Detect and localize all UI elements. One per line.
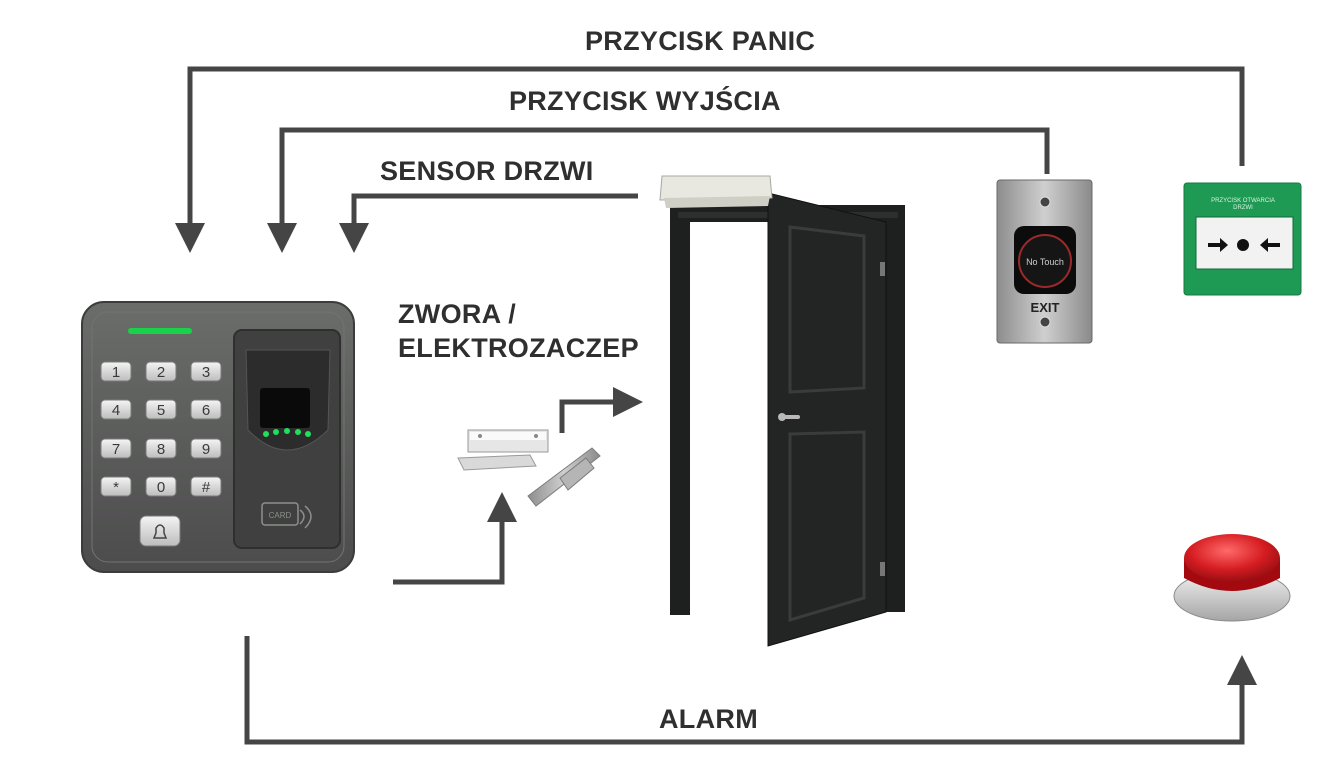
lock-label-line2: ELEKTROZACZEP xyxy=(398,333,639,363)
keypad-key: 0 xyxy=(145,476,177,497)
keypad-key: # xyxy=(190,476,222,497)
panic-device-line1: PRZYCISK OTWARCIA xyxy=(1211,198,1275,204)
electric-strike xyxy=(527,447,601,507)
keypad-key-label: 0 xyxy=(157,479,165,496)
keypad-key-label: 7 xyxy=(112,441,120,458)
keypad-key: 3 xyxy=(190,361,222,382)
keypad-key: 5 xyxy=(145,399,177,420)
arrow-left-icon xyxy=(1260,238,1280,252)
door xyxy=(659,175,905,647)
card-label: CARD xyxy=(269,511,292,520)
exit-button-line xyxy=(267,127,1050,253)
panic-line xyxy=(175,66,1245,253)
exit-label: EXIT xyxy=(1031,300,1060,315)
keypad-key: 7 xyxy=(100,438,132,459)
fingerprint-leds xyxy=(263,428,311,437)
door-sensor-device xyxy=(659,175,773,208)
keypad-key: 8 xyxy=(145,438,177,459)
exit-button-label: PRZYCISK WYJŚCIA xyxy=(509,86,781,116)
door-sensor-line xyxy=(339,193,638,253)
keypad-key: * xyxy=(100,476,132,497)
keypad-key: 6 xyxy=(190,399,222,420)
alarm-line xyxy=(244,636,1257,745)
keypad-key: 1 xyxy=(100,361,132,382)
keypad: 1 2 3 4 5 6 7 8 9 * 0 # xyxy=(100,361,222,497)
keypad-key-label: 8 xyxy=(157,441,165,458)
keypad-key-label: 1 xyxy=(112,364,120,381)
keypad-key-label: 9 xyxy=(202,441,210,458)
lock-label-line1: ZWORA / xyxy=(398,299,517,329)
connection-lines xyxy=(175,66,1257,745)
door-hinge xyxy=(880,262,885,276)
alarm-button-device xyxy=(1173,534,1291,622)
fingerprint-keypad-reader: CARD 1 2 3 4 5 6 7 8 9 * 0 # xyxy=(81,301,355,573)
keypad-key: 2 xyxy=(145,361,177,382)
dot-icon xyxy=(1237,239,1249,251)
exit-button-device: No Touch EXIT xyxy=(996,179,1093,344)
no-touch-label: No Touch xyxy=(1026,257,1064,267)
bell-key xyxy=(139,515,181,547)
alarm-label: ALARM xyxy=(659,704,758,734)
keypad-key-label: 6 xyxy=(202,402,210,419)
card-icon: CARD xyxy=(261,502,312,529)
keypad-key-label: # xyxy=(202,479,211,496)
reader-to-lock-line xyxy=(393,492,517,585)
bell-icon xyxy=(152,524,168,539)
fingerprint-sensor xyxy=(260,388,310,428)
door-sensor-label: SENSOR DRZWI xyxy=(380,156,594,186)
door-hinge xyxy=(880,562,885,576)
keypad-key: 4 xyxy=(100,399,132,420)
keypad-key-label: 4 xyxy=(112,402,120,419)
panic-button-label: PRZYCISK PANIC xyxy=(585,26,816,56)
electromagnetic-lock xyxy=(457,429,549,471)
arrow-right-icon xyxy=(1208,238,1228,252)
status-led xyxy=(128,328,192,334)
keypad-key-label: 2 xyxy=(157,364,165,381)
keypad-key-label: 5 xyxy=(157,402,165,419)
door-handle xyxy=(778,413,800,421)
panic-button-device: PRZYCISK OTWARCIA DRZWI xyxy=(1183,182,1302,296)
keypad-key-label: * xyxy=(113,479,119,496)
keypad-key-label: 3 xyxy=(202,364,210,381)
keypad-key: 9 xyxy=(190,438,222,459)
lock-to-door-line xyxy=(559,387,643,433)
panic-device-line2: DRZWI xyxy=(1233,205,1253,211)
